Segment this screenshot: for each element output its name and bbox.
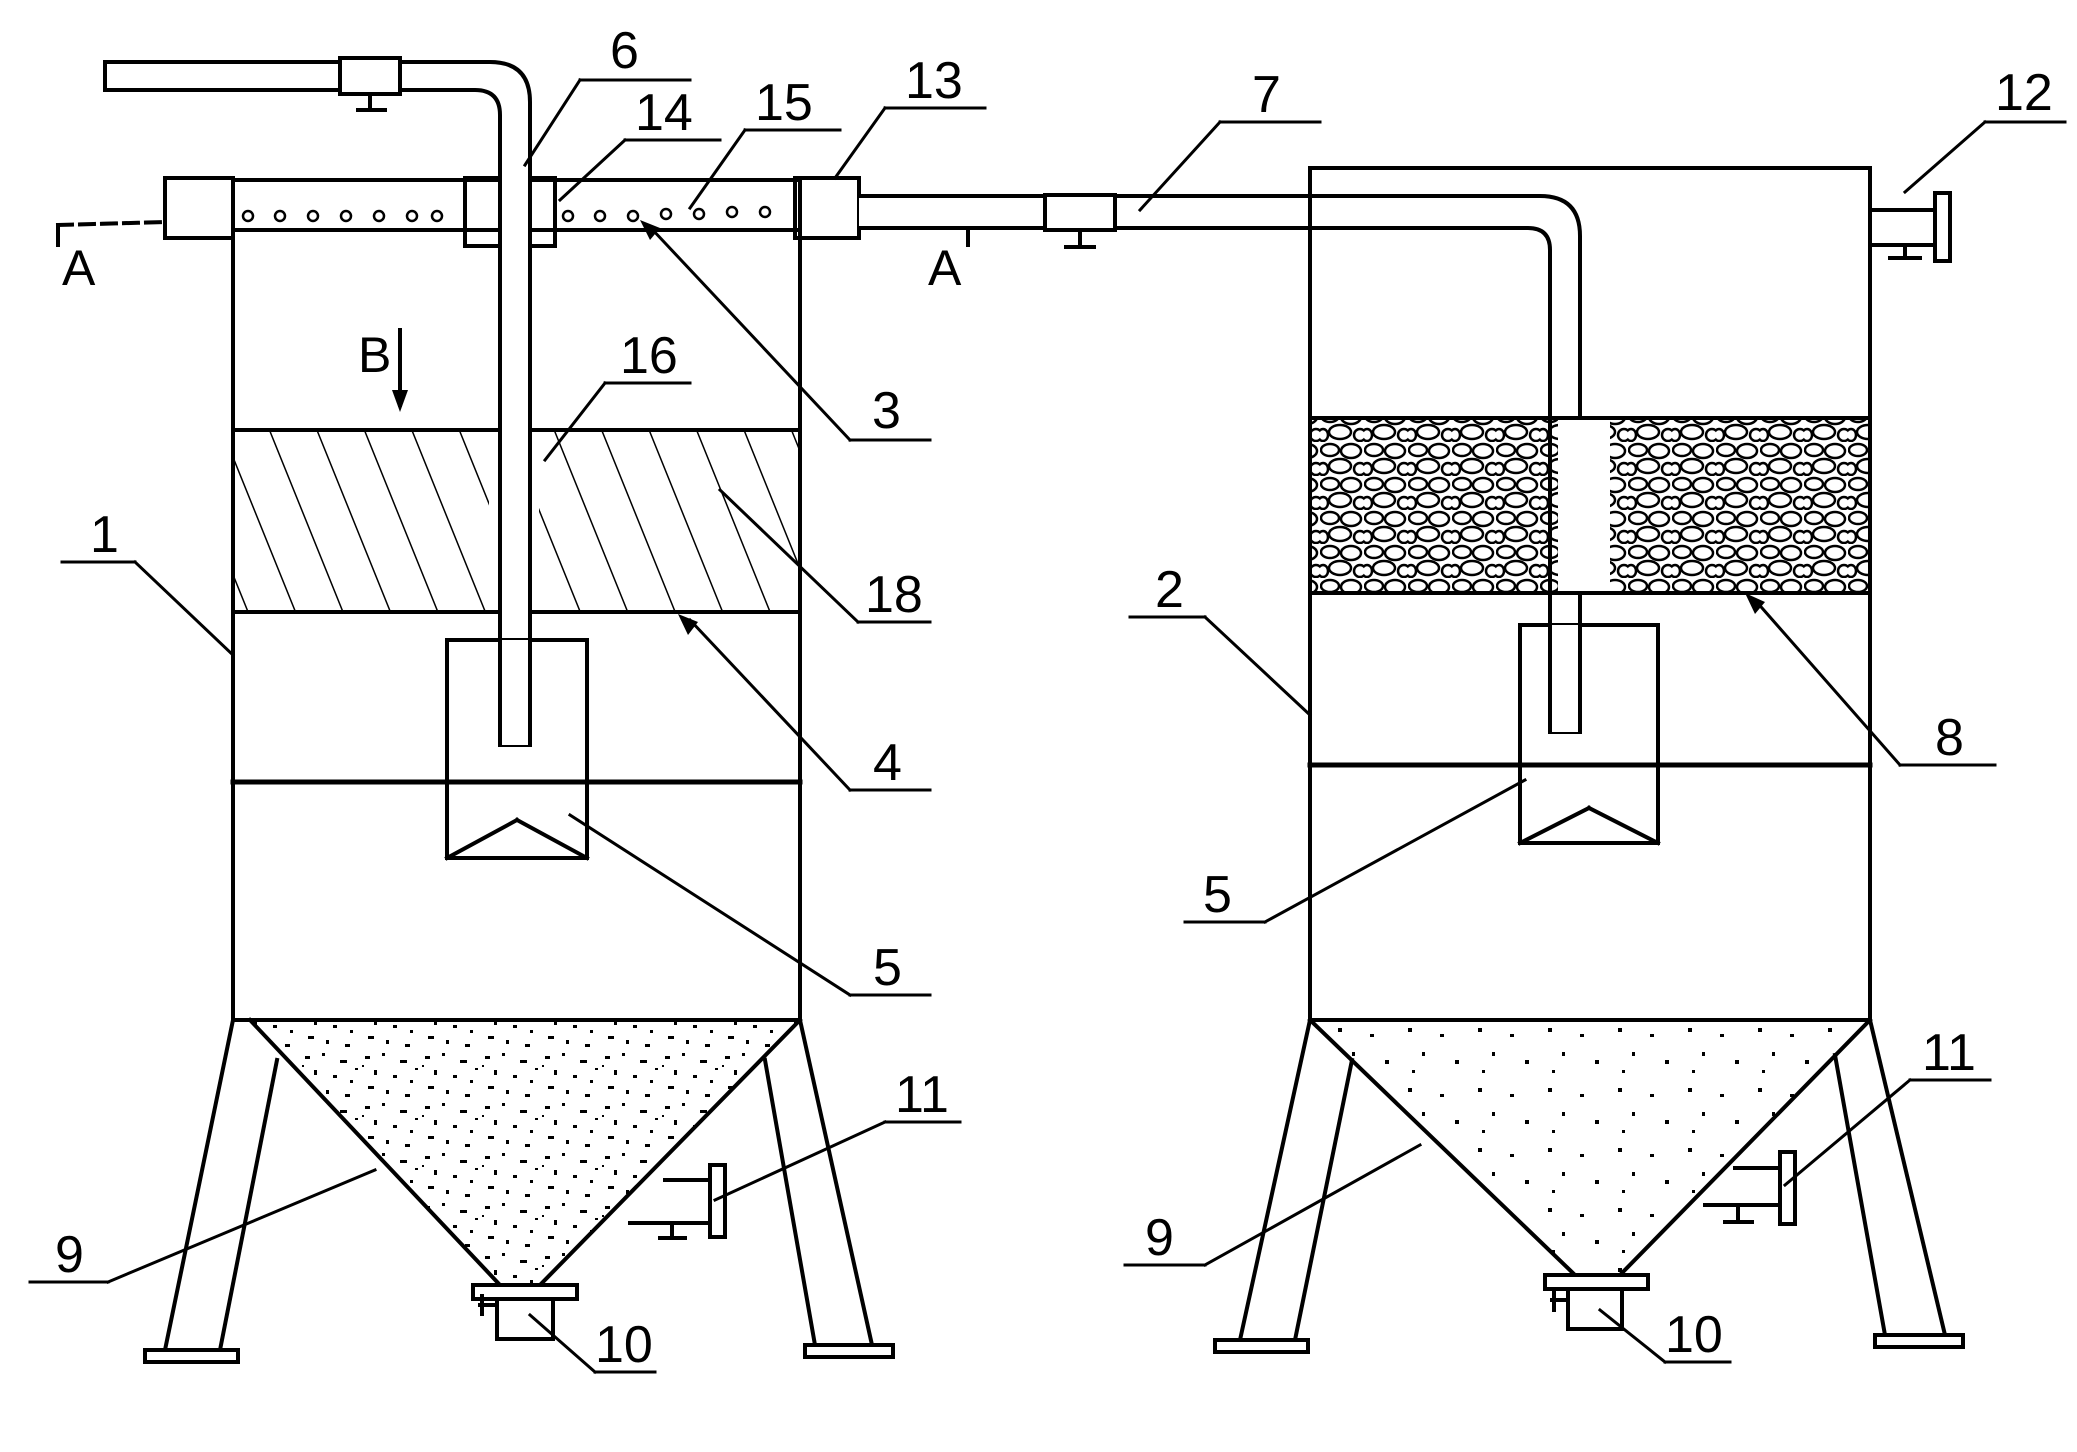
- label-2: 2: [1155, 561, 1184, 619]
- label-6: 6: [610, 22, 639, 80]
- label-11-right: 11: [1922, 1024, 1976, 1082]
- label-5-right: 5: [1203, 866, 1232, 924]
- label-5-left: 5: [873, 939, 902, 997]
- label-7: 7: [1252, 66, 1281, 124]
- label-11-left: 11: [895, 1066, 949, 1124]
- bell-right: [1517, 623, 1661, 846]
- label-13: 13: [905, 52, 963, 110]
- leader-arrowheads: [640, 220, 1765, 635]
- section-mark-b: B: [358, 327, 391, 383]
- label-10-left: 10: [595, 1316, 653, 1374]
- label-4: 4: [873, 734, 902, 792]
- arrow-b: [392, 328, 408, 412]
- bell-left: [444, 638, 590, 861]
- label-8: 8: [1935, 709, 1964, 767]
- hopper-left: [247, 1017, 803, 1341]
- label-15: 15: [755, 74, 813, 132]
- section-mark-a-left: A: [62, 240, 96, 296]
- label-1: 1: [90, 506, 119, 564]
- legs-left: [143, 1017, 895, 1364]
- drawing-lines: [28, 56, 2067, 1375]
- label-14: 14: [635, 84, 693, 142]
- label-12: 12: [1995, 64, 2053, 122]
- label-3: 3: [872, 382, 901, 440]
- hopper-right: [1307, 1017, 1873, 1331]
- filter-layer-stones: [1308, 416, 1872, 595]
- label-9-right: 9: [1145, 1209, 1174, 1267]
- legs-right: [1213, 1017, 1965, 1354]
- section-marks: A A B: [62, 240, 962, 383]
- labels: 6 14 15 13 7 12 3 16 18 4 5 1 9 10 11 2 …: [55, 22, 2053, 1374]
- label-16: 16: [620, 327, 678, 385]
- leader-lines: [28, 77, 2067, 1375]
- distributor-holes: [241, 205, 772, 223]
- label-10-right: 10: [1665, 1306, 1723, 1364]
- label-9-left: 9: [55, 1226, 84, 1284]
- section-mark-a-right: A: [928, 240, 962, 296]
- label-18: 18: [865, 566, 923, 624]
